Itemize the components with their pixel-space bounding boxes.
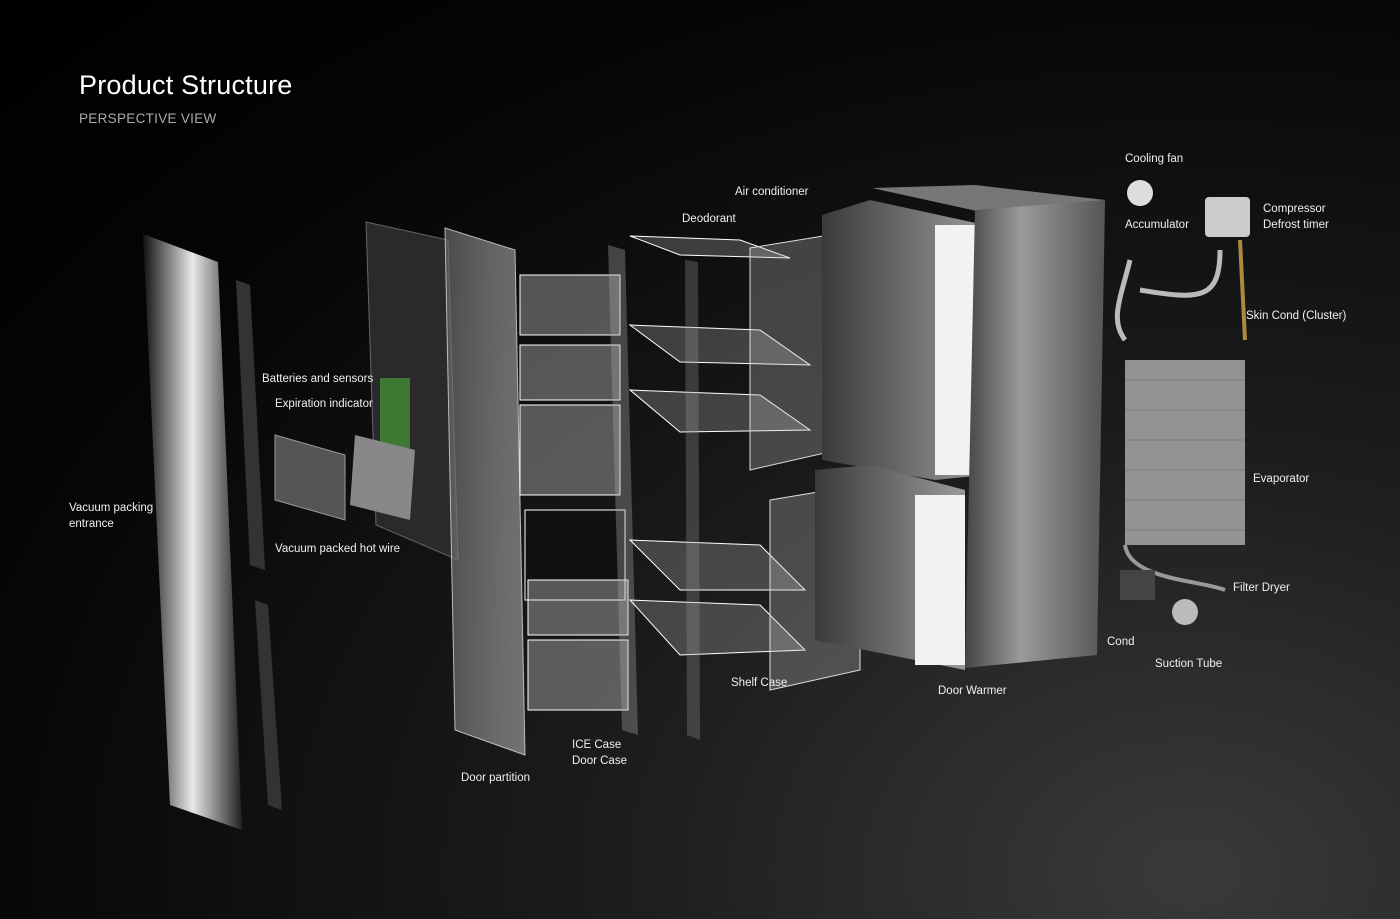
compressor-unit [1205, 197, 1250, 237]
label-accumulator: Accumulator [1125, 219, 1189, 231]
label-vacuum-packing: Vacuum packing entrance [69, 500, 153, 532]
label-suction-tube: Suction Tube [1155, 658, 1223, 670]
door-partition [444, 227, 526, 756]
label-deodorant: Deodorant [682, 213, 736, 225]
label-cond: Cond [1107, 636, 1135, 648]
evaporator-coil [1125, 360, 1245, 545]
label-door-case: Door Case [572, 755, 627, 767]
label-evaporator: Evaporator [1253, 473, 1310, 485]
label-expiration-indicator: Expiration indicator [275, 398, 373, 410]
label-vacuum-packing-line2: entrance [69, 518, 114, 530]
refrigeration-system [1114, 180, 1250, 625]
label-ice-case: ICE Case [572, 739, 622, 751]
shelf-cases [628, 235, 812, 656]
label-cooling-fan: Cooling fan [1125, 153, 1184, 165]
label-door-warmer: Door Warmer [938, 685, 1007, 697]
label-skin-cond: Skin Cond (Cluster) [1246, 310, 1347, 322]
insulation-boxes [815, 200, 985, 670]
label-air-conditioner: Air conditioner [735, 186, 809, 198]
label-defrost-timer: Defrost timer [1263, 219, 1329, 231]
center-post [685, 260, 700, 740]
vacuum-filter [350, 435, 415, 520]
steel-cabinet [872, 185, 1105, 668]
page-title: Product Structure [79, 70, 293, 100]
vacuum-packing-module [274, 434, 346, 521]
outer-door [143, 234, 282, 830]
label-vacuum-hot-wire: Vacuum packed hot wire [275, 543, 401, 555]
label-vacuum-packing-line1: Vacuum packing [69, 502, 154, 514]
label-filter-dryer: Filter Dryer [1233, 582, 1290, 594]
suction-tube-part [1172, 599, 1198, 625]
door-cases [519, 274, 629, 711]
page-subtitle: PERSPECTIVE VIEW [79, 111, 217, 126]
label-shelf-case: Shelf Case [731, 677, 788, 689]
cooling-fan-icon [1127, 180, 1153, 206]
label-batteries-sensors: Batteries and sensors [262, 373, 374, 385]
cond-unit [1120, 570, 1155, 600]
expiration-indicator-display [380, 378, 410, 453]
label-compressor: Compressor [1263, 203, 1326, 215]
label-door-partition: Door partition [461, 772, 531, 784]
divider-strip [608, 245, 638, 735]
